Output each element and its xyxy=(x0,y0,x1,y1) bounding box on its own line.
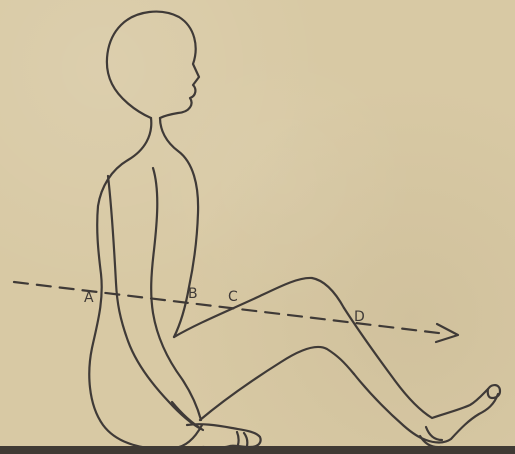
lower-leg-back xyxy=(354,374,498,443)
foot-outline xyxy=(420,385,500,447)
label-a: A xyxy=(84,290,94,306)
label-d: D xyxy=(354,309,365,325)
upper-leg-bottom xyxy=(200,347,354,420)
label-b: B xyxy=(188,286,198,302)
neck-and-back xyxy=(89,118,202,449)
head-outline xyxy=(107,12,199,118)
label-c: C xyxy=(228,289,238,305)
chest-front xyxy=(160,118,198,337)
upper-leg-top xyxy=(174,278,344,337)
